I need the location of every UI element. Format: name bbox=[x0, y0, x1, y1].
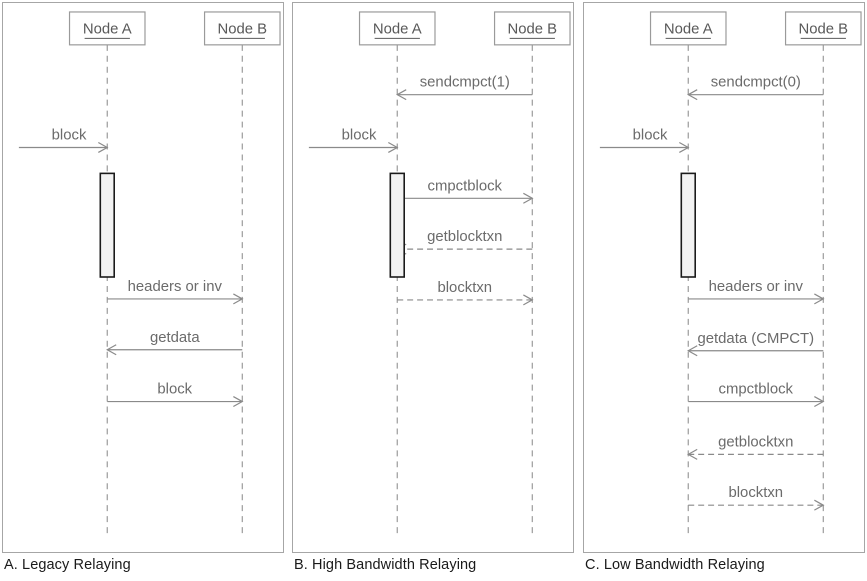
message-cmpctblock[interactable]: cmpctblock bbox=[397, 178, 534, 204]
actor-label: Node A bbox=[373, 21, 422, 37]
message-label: getblocktxn bbox=[427, 229, 502, 245]
message-getdata-cmpct[interactable]: getdata (CMPCT) bbox=[687, 331, 824, 357]
message-blocktxn[interactable]: blocktxn bbox=[397, 280, 534, 306]
arrow-head-icon bbox=[814, 499, 825, 511]
message-block[interactable]: block bbox=[308, 127, 399, 153]
actor-label: Node B bbox=[798, 21, 848, 37]
message-block[interactable]: block bbox=[107, 382, 244, 408]
arrow-head-icon bbox=[388, 141, 399, 153]
arrow-head-icon bbox=[679, 141, 690, 153]
actor-box-frame bbox=[358, 11, 436, 46]
activation-bar[interactable] bbox=[680, 172, 696, 278]
arrow-head-icon bbox=[687, 448, 698, 460]
message-label: cmpctblock bbox=[428, 178, 503, 194]
message-label: sendcmpct(0) bbox=[711, 75, 801, 91]
message-headers-or-inv[interactable]: headers or inv bbox=[107, 279, 244, 305]
actor-box-node-a[interactable]: Node A bbox=[649, 11, 727, 46]
panel-a: Node A Node B block headers or inv getdata bl… bbox=[2, 2, 284, 553]
message-label: blocktxn bbox=[728, 485, 783, 501]
panel-b-caption: B. High Bandwidth Relaying bbox=[294, 557, 477, 573]
message-block[interactable]: block bbox=[18, 127, 109, 153]
actor-box-frame bbox=[649, 11, 727, 46]
actor-box-node-a[interactable]: Node A bbox=[68, 11, 146, 46]
message-label: getdata (CMPCT) bbox=[697, 331, 814, 347]
message-label: block bbox=[157, 382, 192, 398]
arrow-head-icon bbox=[523, 294, 534, 306]
message-label: headers or inv bbox=[709, 279, 804, 295]
actor-box-frame bbox=[493, 11, 571, 46]
message-label: headers or inv bbox=[128, 279, 223, 295]
message-label: getdata bbox=[150, 330, 200, 346]
message-cmpctblock[interactable]: cmpctblock bbox=[688, 382, 825, 408]
arrow-head-icon bbox=[687, 89, 698, 101]
panel-a-canvas: Node A Node B block headers or inv getdata bl… bbox=[18, 11, 281, 537]
arrow-head-icon bbox=[687, 345, 698, 357]
activation-bar[interactable] bbox=[99, 172, 115, 278]
arrow-head-icon bbox=[98, 141, 109, 153]
arrow-head-icon bbox=[233, 396, 244, 408]
actor-box-node-a[interactable]: Node A bbox=[358, 11, 436, 46]
panel-c-caption: C. Low Bandwidth Relaying bbox=[585, 557, 765, 573]
actor-box-frame bbox=[68, 11, 146, 46]
panel-a-caption: A. Legacy Relaying bbox=[4, 557, 131, 573]
message-block[interactable]: block bbox=[599, 127, 690, 153]
activation-bar[interactable] bbox=[389, 172, 405, 278]
message-headers-or-inv[interactable]: headers or inv bbox=[688, 279, 825, 305]
actor-box-node-b[interactable]: Node B bbox=[784, 11, 862, 46]
actor-label: Node A bbox=[664, 21, 713, 37]
message-label: blocktxn bbox=[437, 280, 492, 296]
panel-c: Node A Node B sendcmpct(0) block headers or … bbox=[583, 2, 865, 553]
actor-box-frame bbox=[203, 11, 281, 46]
message-label: getblocktxn bbox=[718, 434, 793, 450]
arrow-head-icon bbox=[106, 344, 117, 356]
panel-c-canvas: Node A Node B sendcmpct(0) block headers or … bbox=[599, 11, 862, 537]
actor-box-node-b[interactable]: Node B bbox=[203, 11, 281, 46]
panel-b: Node A Node B sendcmpct(1) block cmpctblock g… bbox=[292, 2, 574, 553]
message-label: block bbox=[342, 127, 377, 143]
message-label: block bbox=[633, 127, 668, 143]
actor-box-frame bbox=[784, 11, 862, 46]
message-label: block bbox=[52, 127, 87, 143]
message-label: sendcmpct(1) bbox=[420, 75, 510, 91]
arrow-head-icon bbox=[396, 89, 407, 101]
message-label: cmpctblock bbox=[719, 382, 794, 398]
arrow-head-icon bbox=[233, 293, 244, 305]
message-sendcmpct-0[interactable]: sendcmpct(0) bbox=[687, 75, 824, 101]
arrow-head-icon bbox=[814, 396, 825, 408]
panel-b-canvas: Node A Node B sendcmpct(1) block cmpctblock g… bbox=[308, 11, 571, 537]
actor-label: Node A bbox=[83, 21, 132, 37]
message-blocktxn[interactable]: blocktxn bbox=[688, 485, 825, 511]
message-getdata[interactable]: getdata bbox=[106, 330, 243, 356]
actor-box-node-b[interactable]: Node B bbox=[493, 11, 571, 46]
arrow-head-icon bbox=[814, 293, 825, 305]
actor-label: Node B bbox=[217, 21, 267, 37]
message-getblocktxn[interactable]: getblocktxn bbox=[396, 229, 533, 255]
arrow-head-icon bbox=[523, 192, 534, 204]
message-sendcmpct-1[interactable]: sendcmpct(1) bbox=[396, 75, 533, 101]
actor-label: Node B bbox=[507, 21, 557, 37]
message-getblocktxn[interactable]: getblocktxn bbox=[687, 434, 824, 460]
